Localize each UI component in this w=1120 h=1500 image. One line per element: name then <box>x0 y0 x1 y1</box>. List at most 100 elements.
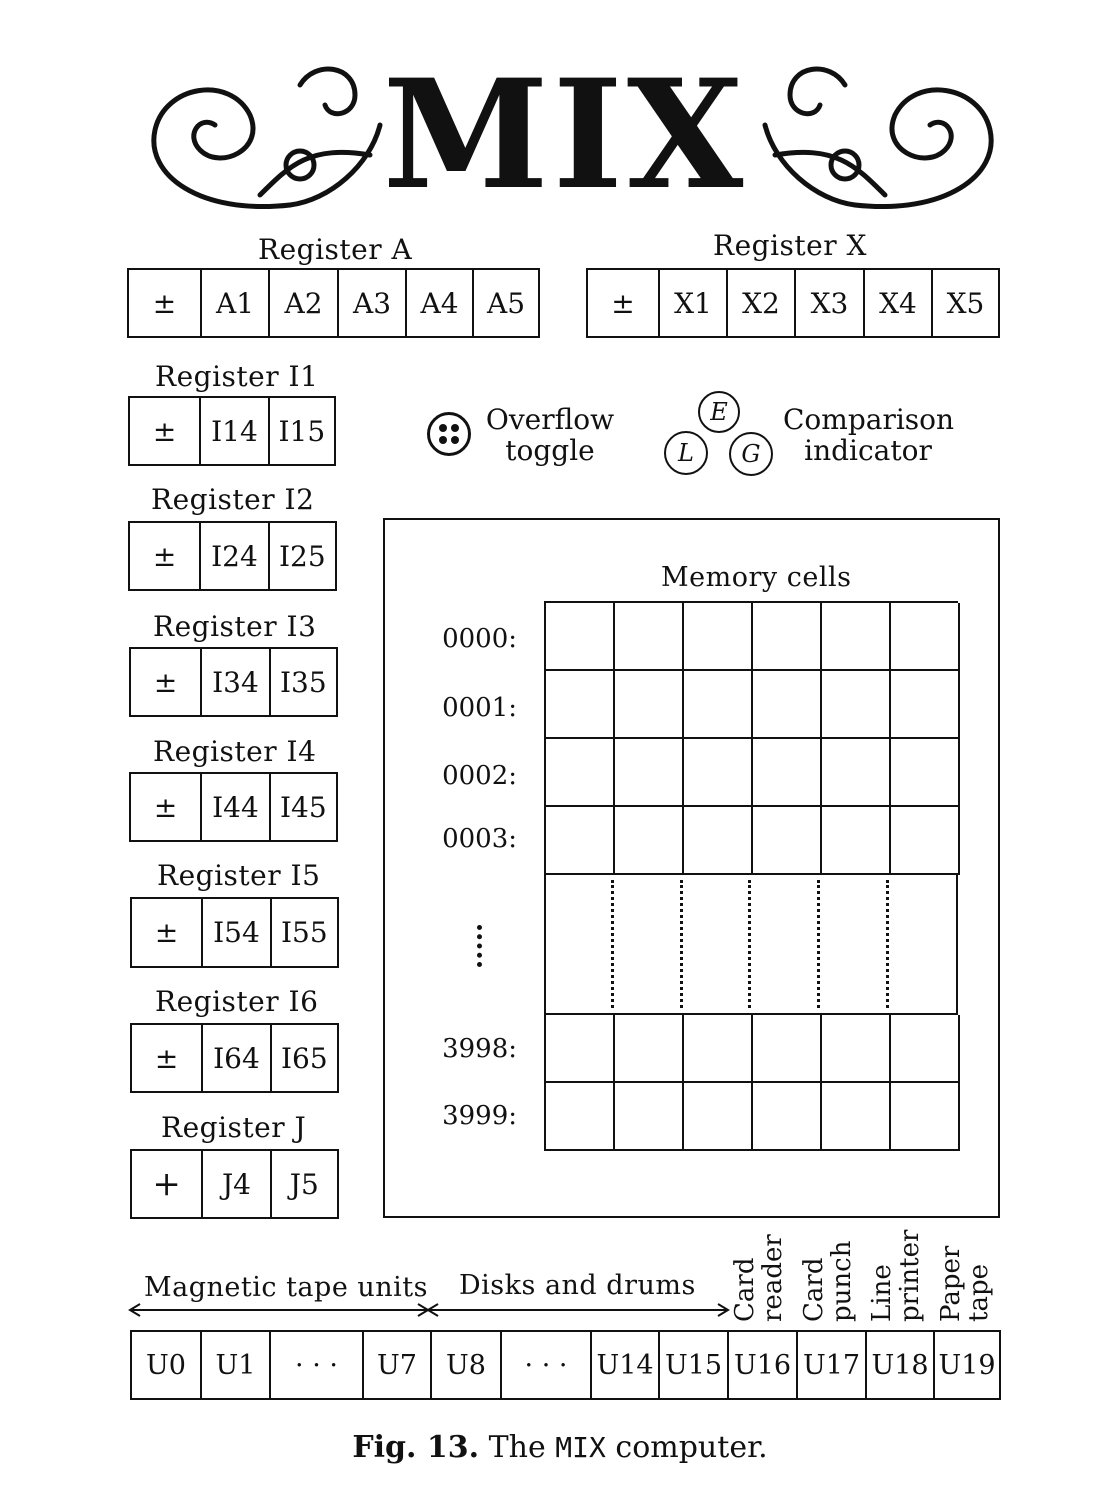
memory-cell <box>684 603 753 671</box>
register-x-label: Register X <box>713 229 867 262</box>
register-a-byte: A3 <box>337 270 405 336</box>
register-sign: ± <box>154 1041 179 1075</box>
memory-cell <box>615 671 684 739</box>
io-unit-ellipsis: · · · <box>500 1332 590 1398</box>
register-byte: J5 <box>269 1151 337 1217</box>
memory-cell <box>546 807 615 875</box>
memory-cell <box>891 603 960 671</box>
io-unit: U15 <box>658 1332 727 1398</box>
card-reader-line1: Card <box>730 1257 760 1322</box>
register-byte: I25 <box>267 523 335 589</box>
register-a-byte: A4 <box>405 270 472 336</box>
io-unit: U7 <box>362 1332 430 1398</box>
card-punch-label: Card punch <box>799 1241 857 1322</box>
register-x-byte: X3 <box>794 270 863 336</box>
memory-dotted-divider <box>817 880 820 1008</box>
memory-cell <box>615 603 684 671</box>
memory-cell <box>753 1015 822 1083</box>
memory-address: 0002: <box>442 761 517 791</box>
memory-elided-section <box>544 873 958 1015</box>
register-x-byte: X4 <box>863 270 931 336</box>
register-a-sign: ± <box>152 286 177 320</box>
register-byte: I65 <box>269 1025 337 1091</box>
caption-text-1: The <box>488 1430 546 1465</box>
register-byte: I55 <box>269 899 337 966</box>
io-unit: U0 <box>146 1349 186 1381</box>
caption-mono: MIX <box>555 1431 606 1464</box>
memory-cell <box>546 1083 615 1151</box>
io-units-row: U0 U1 · · · U7 U8 · · · U14 U15 U16 U17 … <box>130 1330 1001 1400</box>
memory-cell <box>684 671 753 739</box>
register-byte: I24 <box>199 523 267 589</box>
register-i5: ± I54 I55 <box>130 897 339 968</box>
memory-cell <box>546 671 615 739</box>
memory-cell <box>684 739 753 807</box>
memory-address: 0001: <box>442 693 517 723</box>
memory-cell <box>822 807 891 875</box>
register-byte: I45 <box>268 774 336 840</box>
memory-cell <box>753 807 822 875</box>
io-unit: U19 <box>933 1332 999 1398</box>
register-j: + J4 J5 <box>130 1149 339 1219</box>
memory-cell <box>822 671 891 739</box>
overflow-toggle-label: Overflow toggle <box>470 404 630 466</box>
io-unit: U16 <box>727 1332 796 1398</box>
register-x-sign: ± <box>611 286 635 320</box>
memory-cell <box>822 603 891 671</box>
register-sign: ± <box>152 414 177 448</box>
register-a-label: Register A <box>258 233 413 266</box>
io-unit: U14 <box>590 1332 658 1398</box>
register-byte: I54 <box>201 899 269 966</box>
disks-drums-label: Disks and drums <box>459 1270 696 1301</box>
caption-text-2: computer. <box>615 1430 768 1465</box>
memory-address: 3999: <box>442 1101 517 1131</box>
memory-cell <box>891 1015 960 1083</box>
card-reader-line2: reader <box>758 1234 788 1322</box>
line-printer-line1: Line <box>867 1264 897 1322</box>
tape-units-label: Magnetic tape units <box>144 1272 428 1303</box>
register-byte: I14 <box>199 398 267 464</box>
register-i1-label: Register I1 <box>155 360 319 393</box>
comparison-line1: Comparison <box>783 403 955 436</box>
register-a-byte: A2 <box>268 270 337 336</box>
memory-cell <box>615 1015 684 1083</box>
register-i4-label: Register I4 <box>153 735 317 768</box>
register-x: ± X1 X2 X3 X4 X5 <box>586 268 1000 338</box>
line-printer-line2: printer <box>895 1229 925 1322</box>
figure-caption: Fig. 13. The MIX computer. <box>0 1430 1120 1465</box>
memory-cell <box>822 739 891 807</box>
register-sign: + <box>152 1164 181 1204</box>
register-i2: ± I24 I25 <box>128 521 337 591</box>
io-unit: U18 <box>865 1332 933 1398</box>
register-byte: I64 <box>201 1025 269 1091</box>
memory-cell <box>753 671 822 739</box>
memory-cell <box>684 807 753 875</box>
io-unit-ellipsis: · · · <box>269 1332 362 1398</box>
memory-cell <box>753 739 822 807</box>
register-a-byte: A5 <box>472 270 538 336</box>
memory-address: 0000: <box>442 624 517 654</box>
memory-address-ellipsis <box>477 925 482 967</box>
memory-cell <box>684 1083 753 1151</box>
register-sign: ± <box>154 916 179 949</box>
paper-tape-label: Paper tape <box>936 1246 994 1322</box>
register-x-byte: X1 <box>658 270 726 336</box>
overflow-line2: toggle <box>505 434 595 467</box>
line-printer-label: Line printer <box>867 1229 925 1322</box>
comparison-g-icon: G <box>729 432 773 476</box>
io-unit: U1 <box>200 1332 269 1398</box>
register-byte: I44 <box>200 774 268 840</box>
memory-dotted-divider <box>886 880 889 1008</box>
register-a-byte: A1 <box>200 270 268 336</box>
overflow-toggle-icon <box>427 412 471 456</box>
memory-address: 3998: <box>442 1034 517 1064</box>
page-title: MIX <box>382 47 748 223</box>
memory-cell <box>891 807 960 875</box>
io-unit: U8 <box>430 1332 500 1398</box>
memory-dotted-divider <box>611 880 614 1008</box>
memory-cell <box>753 1083 822 1151</box>
memory-cell <box>891 739 960 807</box>
memory-cell <box>546 603 615 671</box>
register-i3: ± I34 I35 <box>129 647 338 717</box>
register-sign: ± <box>153 665 178 699</box>
